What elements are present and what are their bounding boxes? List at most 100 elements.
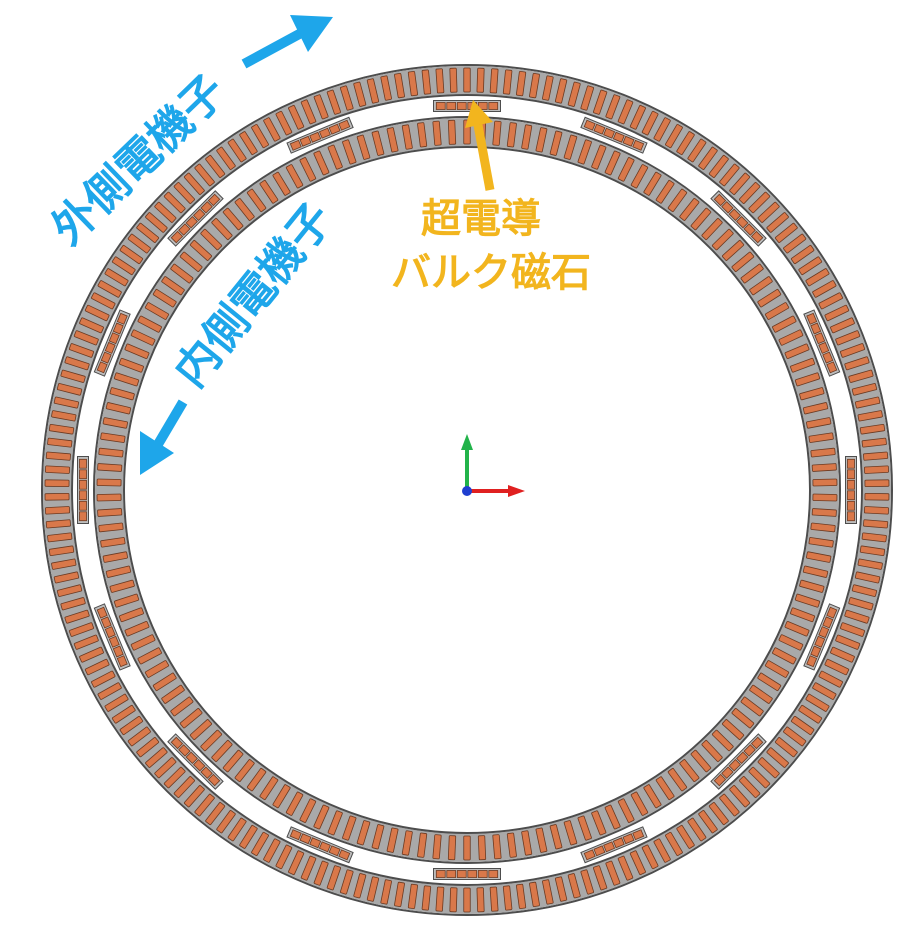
inner-armature-coil xyxy=(272,171,291,196)
outer-armature-coil xyxy=(119,715,144,736)
bulk-magnet-segment xyxy=(79,458,87,469)
outer-armature-coil xyxy=(263,838,281,863)
bulk-magnet-segment xyxy=(178,223,191,236)
inner-armature-arrow-shaft xyxy=(152,399,188,449)
outer-armature-coil xyxy=(84,304,110,322)
bulk-magnet-segment xyxy=(622,833,635,845)
inner-armature-coil xyxy=(591,810,607,836)
axis-z-dot xyxy=(462,486,472,496)
inner-armature-coil xyxy=(105,565,132,578)
outer-armature-coil xyxy=(824,658,850,676)
outer-armature-coil xyxy=(629,104,646,130)
outer-armature-coil xyxy=(739,776,761,798)
bulk-magnet-segment xyxy=(622,135,635,147)
bulk-magnet-segment xyxy=(309,837,322,849)
inner-armature-coil xyxy=(740,263,764,284)
outer-armature-arrow-shaft xyxy=(241,27,306,69)
bulk-magnet-segment xyxy=(112,645,124,658)
inner-armature-coil xyxy=(808,432,834,443)
bulk-magnet-segment xyxy=(79,511,87,522)
inner-armature-coil xyxy=(806,417,832,429)
outer-armature-coil xyxy=(239,824,258,849)
outer-armature-coil xyxy=(783,726,807,747)
inner-armature-coil xyxy=(299,798,317,823)
outer-armature-coil xyxy=(44,492,70,501)
outer-armature-coil xyxy=(216,810,236,834)
inner-armature-coil xyxy=(179,251,203,272)
outer-armature-coil xyxy=(251,831,269,856)
bulk-magnet-segment xyxy=(603,127,616,139)
outer-armature-coil xyxy=(194,163,215,187)
outer-armature-coil xyxy=(515,883,527,910)
bulk-magnet-segment xyxy=(826,606,838,619)
inner-armature-coil xyxy=(371,130,385,156)
outer-armature-coil xyxy=(53,396,80,409)
inner-armature-coil xyxy=(764,660,790,678)
inner-armature-coil xyxy=(757,672,782,692)
bulk-magnet-segment xyxy=(847,458,855,469)
inner-armature-coil xyxy=(401,830,413,856)
outer-armature-coil xyxy=(774,222,798,243)
bulk-magnet-segment xyxy=(435,870,446,878)
bulk-magnet-segment xyxy=(806,655,818,668)
outer-armature-coil xyxy=(104,268,129,287)
inner-armature-coil xyxy=(492,120,502,146)
inner-armature-coil xyxy=(161,684,185,704)
outer-armature-coil xyxy=(73,634,99,650)
outer-armature-coil xyxy=(45,451,71,461)
inner-armature-coil xyxy=(327,144,343,170)
outer-armature-coil xyxy=(835,330,861,346)
inner-armature-coil xyxy=(701,740,723,762)
bulk-magnet-segment xyxy=(207,193,221,207)
inner-armature-coil xyxy=(137,315,162,333)
outer-armature-coil xyxy=(861,532,887,543)
outer-armature-coil xyxy=(529,72,540,99)
bulk-magnet-segment xyxy=(728,208,742,221)
inner-armature-coil xyxy=(577,139,592,165)
outer-armature-coil xyxy=(857,410,883,422)
outer-armature-coil xyxy=(127,726,151,747)
inner-armature-coil xyxy=(200,729,223,752)
outer-armature-coil xyxy=(463,67,471,93)
inner-armature-coil xyxy=(806,551,832,563)
bulk-magnet-segment xyxy=(100,351,112,364)
bulk-magnet-segment xyxy=(112,322,124,335)
inner-armature-coil xyxy=(721,719,745,740)
bulk-magnet-segment xyxy=(612,837,625,849)
bulk-magnet xyxy=(580,116,648,154)
inner-armature-coil xyxy=(259,776,279,800)
inner-armature-coil xyxy=(757,288,782,308)
outer-armature-coil xyxy=(665,124,683,149)
outer-armature-coil xyxy=(339,85,354,111)
bulk-magnet-segment xyxy=(116,655,128,668)
outer-ring-inner-edge xyxy=(71,94,863,886)
bulk-magnet xyxy=(710,190,767,247)
outer-armature-coil xyxy=(605,860,621,886)
outer-armature-coil xyxy=(216,146,236,170)
inner-armature-coil xyxy=(690,207,712,231)
outer-armature-coil xyxy=(53,571,80,584)
inner-armature-coil xyxy=(711,228,734,251)
bulk-magnet-segment xyxy=(818,626,830,639)
outer-armature-coil xyxy=(529,881,540,908)
outer-armature-coil xyxy=(463,887,471,913)
bulk-magnet-segment xyxy=(826,361,838,374)
inner-ring-inner-edge xyxy=(123,146,811,834)
bulk-magnet-segment xyxy=(435,102,446,110)
inner-armature-coil xyxy=(563,134,578,160)
outer-armature-coil xyxy=(263,117,281,142)
outer-armature-coil xyxy=(353,873,367,899)
inner-armature-coil xyxy=(100,432,126,443)
outer-armature-coil xyxy=(698,146,718,170)
inner-armature-coil xyxy=(272,784,291,809)
bulk-magnet-segment xyxy=(736,215,749,229)
outer-armature-coil xyxy=(60,369,86,383)
axis-y-arrowhead xyxy=(461,434,473,450)
outer-armature-coil xyxy=(154,201,177,223)
inner-armature-coil xyxy=(577,815,592,841)
outer-armature-coil xyxy=(91,292,116,310)
outer-armature-coil xyxy=(844,356,870,371)
outer-armature-coil xyxy=(84,658,110,676)
bulk-magnet-segment xyxy=(814,635,826,648)
